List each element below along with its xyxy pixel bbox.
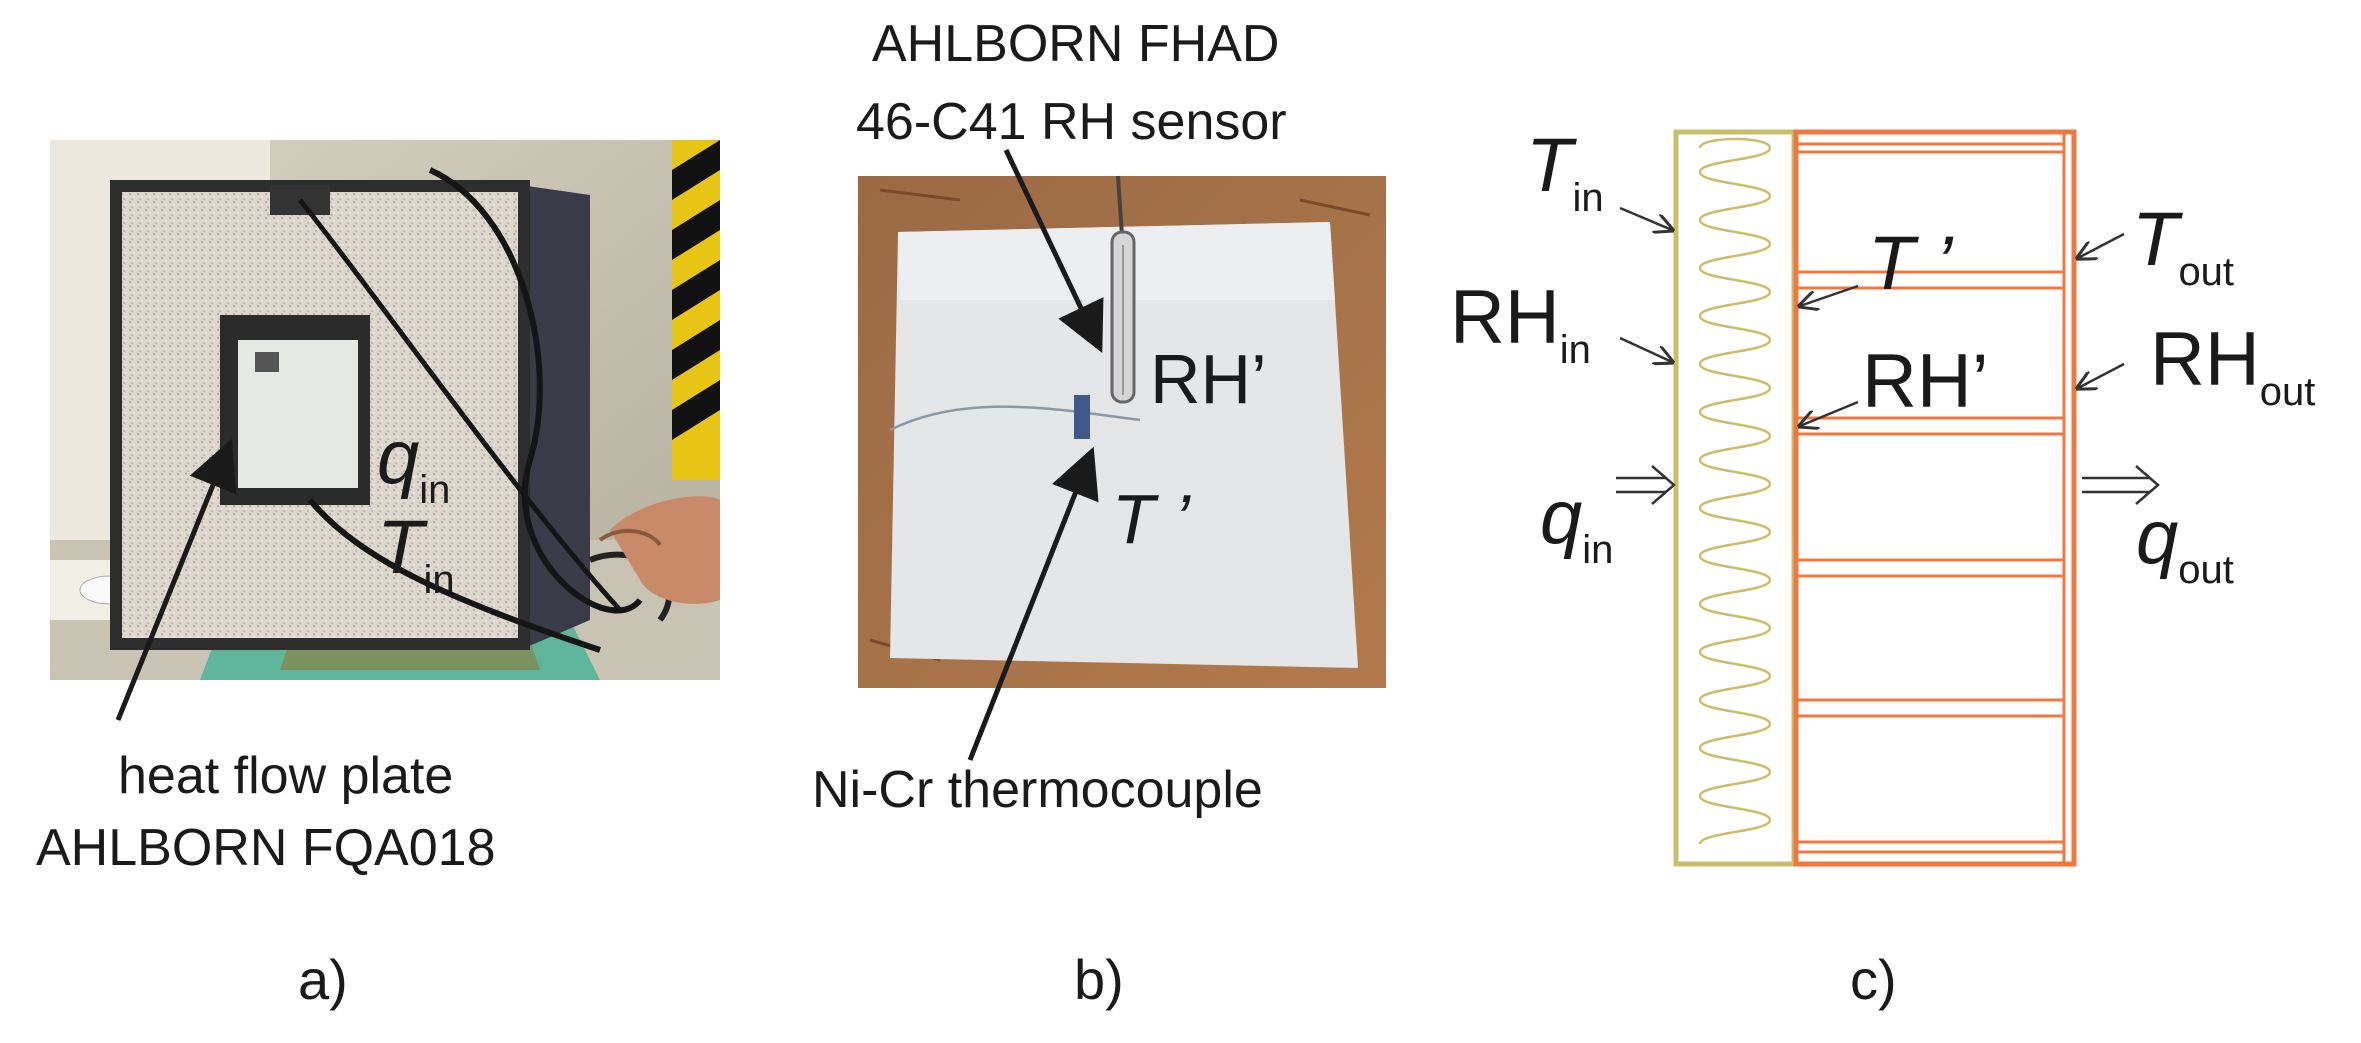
- rh-out-arrow: [2078, 362, 2125, 388]
- c-t-in-label: Tin: [1526, 123, 1604, 220]
- panel-b-sensor-line1: AHLBORN FHAD: [872, 15, 1280, 73]
- c-rh-prime-label: RH’: [1862, 339, 1989, 424]
- panel-b-rh-label: RH’: [1150, 340, 1267, 418]
- t-in-arrow: [1619, 206, 1672, 230]
- t-out-arrow: [2078, 232, 2125, 258]
- panel-b-label: b): [1074, 948, 1124, 1011]
- panel-c-label: c): [1850, 948, 1897, 1011]
- c-t-out-label: Tout: [2132, 197, 2235, 294]
- c-q-in-label: qin: [1540, 475, 1614, 572]
- q-in-double-arrow: [1616, 465, 1676, 505]
- c-t-prime-label: T ’: [1868, 221, 1953, 306]
- rh-prime-arrow: [1800, 400, 1859, 426]
- panel-a-callout-line1: heat flow plate: [118, 747, 454, 805]
- c-q-out-label: qout: [2136, 495, 2234, 592]
- panel-a-t-label: Tin: [377, 505, 455, 602]
- q-out-double-arrow: [2082, 465, 2160, 505]
- wall-joints: [1798, 142, 2064, 854]
- rh-in-arrow: [1619, 336, 1672, 362]
- panel-a-q-label: qin: [377, 415, 451, 512]
- insulation-zigzag: [1698, 137, 1772, 845]
- panel-a-callout-line2: AHLBORN FQA018: [36, 819, 496, 877]
- panel-a-callout-arrow: [115, 438, 237, 721]
- c-rh-in-label: RHin: [1450, 275, 1591, 372]
- panel-c-schematic: [1616, 129, 2160, 867]
- t-prime-arrow: [1800, 284, 1859, 306]
- panel-b-sensor-arrow: [1003, 148, 1104, 354]
- panel-b-sensor-line2: 46-C41 RH sensor: [856, 93, 1287, 151]
- panel-b-t-label: T ’: [1112, 480, 1190, 558]
- hazard-post: [672, 140, 720, 480]
- wall-layer: [1793, 129, 2077, 867]
- panel-b-thermocouple-label: Ni-Cr thermocouple: [812, 761, 1263, 819]
- panel-a-photo: [50, 140, 720, 680]
- panel-b-photo: [858, 175, 1386, 688]
- panel-a-label: a): [298, 948, 348, 1011]
- panel-b-thermocouple-arrow: [967, 446, 1099, 761]
- c-rh-out-label: RHout: [2150, 317, 2316, 414]
- insulation-layer: [1673, 129, 1797, 867]
